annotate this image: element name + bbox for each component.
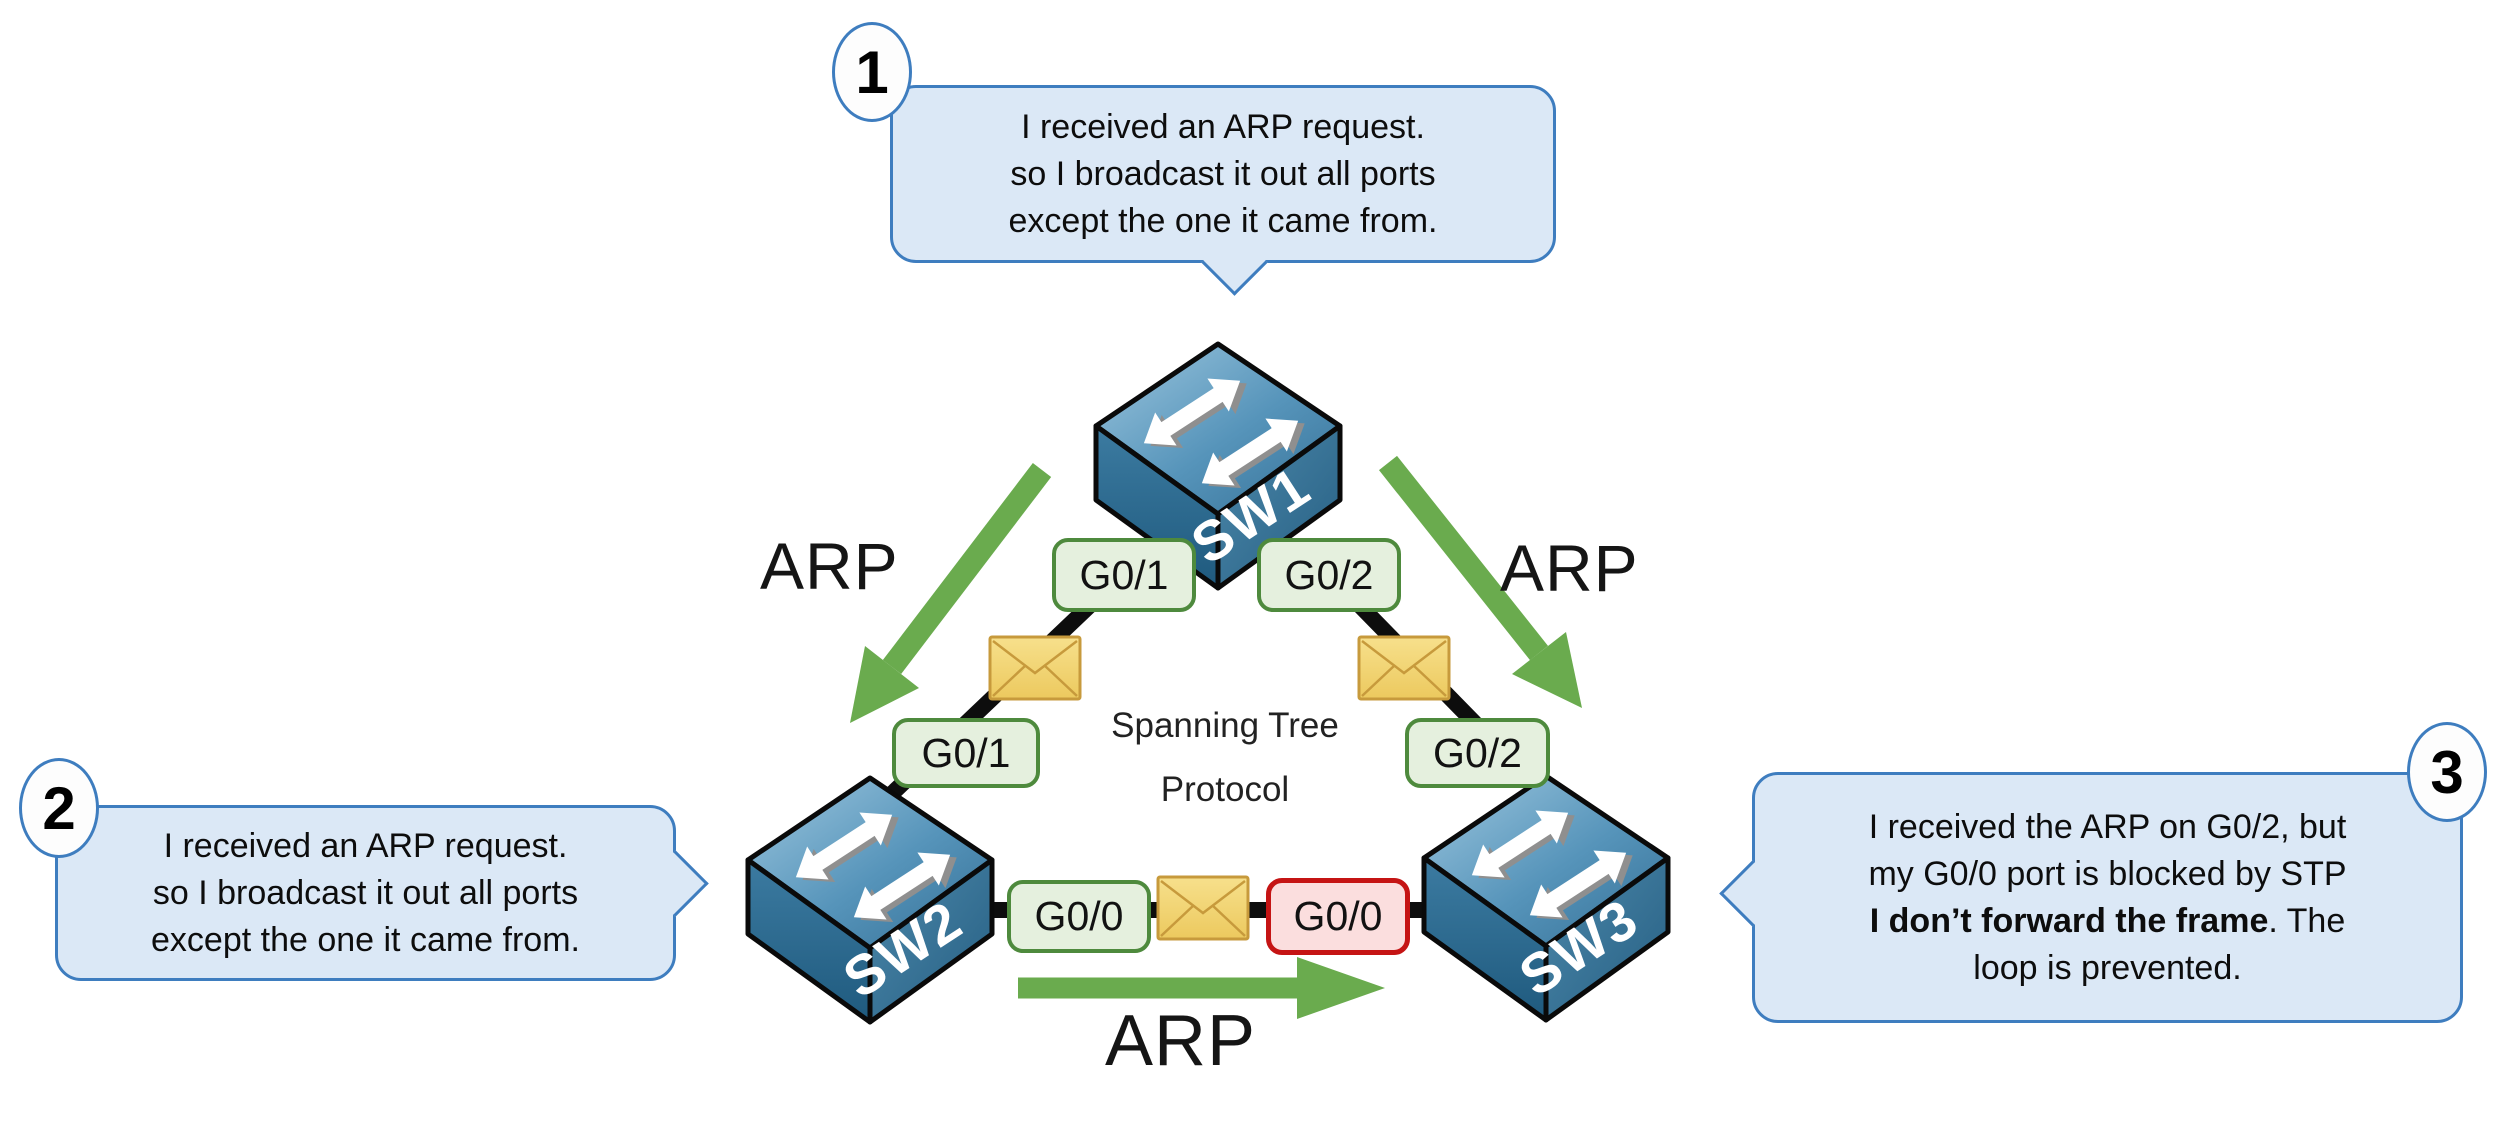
port-label-sw1-g0-2: G0/2 xyxy=(1257,538,1401,612)
port-label-sw2-g0-1: G0/1 xyxy=(892,718,1040,788)
callout-line: except the one it came from. xyxy=(151,920,580,959)
switch-sw3: SW3 xyxy=(1424,776,1668,1020)
port-label-sw3-g0-2: G0/2 xyxy=(1405,718,1550,788)
callout-sw1: I received an ARP request. so I broadcas… xyxy=(890,85,1556,296)
callout-line: so I broadcast it out all ports xyxy=(1010,154,1436,193)
arp-text-right: ARP xyxy=(1500,531,1639,605)
callout-line: I received the ARP on G0/2, but xyxy=(1868,807,2347,846)
port-label-sw2-g0-0: G0/0 xyxy=(1007,880,1151,953)
envelope-icon xyxy=(988,635,1082,701)
arp-arrow-left xyxy=(850,463,1052,723)
step-badge-3: 3 xyxy=(2407,722,2487,822)
callout-line: so I broadcast it out all ports xyxy=(152,873,579,912)
arp-arrow-right xyxy=(1378,455,1582,708)
spanning-tree-protocol-label: Spanning Tree Protocol xyxy=(1025,694,1425,822)
callout-sw2: I received an ARP request. so I broadcas… xyxy=(55,805,709,981)
callout-sw3: I received the ARP on G0/2, but my G0/0 … xyxy=(1719,772,2463,1023)
port-label-sw1-g0-1: G0/1 xyxy=(1052,538,1196,612)
switch-sw2: SW2 xyxy=(748,778,992,1022)
stp-label-line2: Protocol xyxy=(1160,770,1290,809)
step-badge-1: 1 xyxy=(832,22,912,122)
callout-bold-segment: I don’t forward the frame xyxy=(1869,901,2269,940)
stp-label-line1: Spanning Tree xyxy=(1111,706,1339,745)
callout-regular-segment: . The xyxy=(2268,901,2346,940)
callout-line: loop is prevented. xyxy=(1973,948,2242,987)
arp-arrow-bottom xyxy=(1018,957,1385,1019)
callout-line: I received an ARP request. xyxy=(163,826,568,865)
envelope-icon xyxy=(1357,635,1451,701)
callout-line: my G0/0 port is blocked by STP xyxy=(1868,854,2347,893)
callout-line: I don’t forward the frame. The xyxy=(1870,898,2345,945)
port-label-sw3-g0-0-blocked: G0/0 xyxy=(1266,878,1410,955)
callout-line: except the one it came from. xyxy=(1008,201,1438,240)
callout-line: I received an ARP request. xyxy=(1021,107,1425,146)
arp-text-left: ARP xyxy=(760,529,899,603)
arp-text-bottom: ARP xyxy=(1105,1001,1257,1081)
envelope-icon xyxy=(1156,875,1250,941)
arp-flow-arrows xyxy=(850,455,1582,1019)
step-badge-2: 2 xyxy=(19,758,99,858)
